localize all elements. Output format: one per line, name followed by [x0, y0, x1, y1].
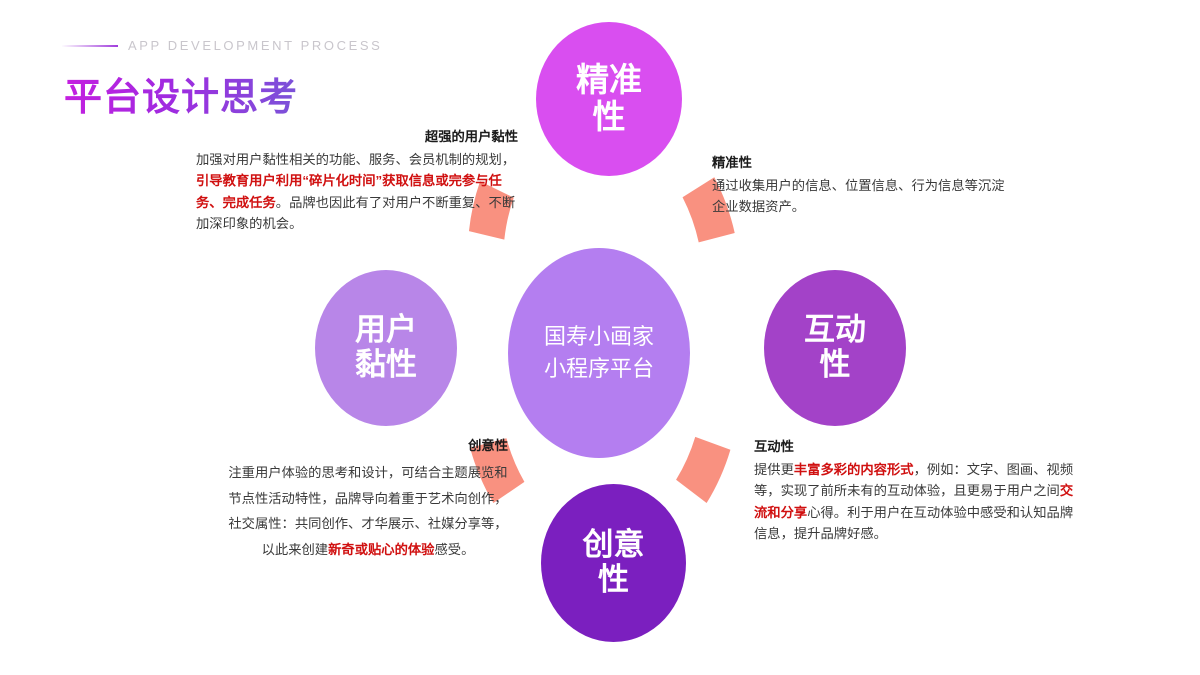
text-block-stickiness: 超强的用户黏性 加强对用户黏性相关的功能、服务、会员机制的规划， 引导教育用户利用… — [196, 126, 518, 235]
block-stickiness-heading: 超强的用户黏性 — [424, 129, 518, 144]
text-block-precision: 精准性 通过收集用户的信息、位置信息、行为信息等沉淀企业数据资产。 — [712, 152, 1012, 218]
page-title: 平台设计思考 — [64, 66, 298, 121]
block-precision-body: 通过收集用户的信息、位置信息、行为信息等沉淀企业数据资产。 — [712, 177, 1005, 215]
block-precision-heading: 精准性 — [712, 155, 752, 170]
arc-bottom-right — [676, 436, 731, 504]
block-stickiness-text-2: 。品牌也因此有了对用户不断重复、不断加深印象的机会。 — [196, 194, 516, 232]
node-interaction-line1: 互动 — [804, 312, 866, 348]
block-interaction-highlight-1: 丰富多彩的内容形式 — [793, 461, 914, 477]
block-stickiness-highlight: 引导教育用户利用“碎片化时间”获取信息或完参与任务、完成任务 — [196, 173, 502, 210]
arc-top-left — [468, 181, 514, 240]
kicker-label: APP DEVELOPMENT PROCESS — [128, 38, 383, 53]
node-creative-line2: 性 — [598, 562, 629, 597]
block-interaction-heading: 互动性 — [754, 439, 794, 454]
block-stickiness-body: 加强对用户黏性相关的功能、服务、会员机制的规划， 引导教育用户利用“碎片化时间”获… — [196, 149, 518, 235]
kicker-row: APP DEVELOPMENT PROCESS — [62, 38, 382, 53]
kicker-divider-line — [62, 44, 118, 47]
block-interaction-text-1: 提供更 — [754, 461, 794, 477]
node-stickiness-line2: 黏性 — [355, 347, 417, 382]
arc-top-right — [682, 177, 735, 243]
block-interaction-text-3: 心得。利于用户在互动体验中感受和认知品牌信息，提升品牌好感。 — [754, 504, 1074, 542]
block-creative-text-2: 感受。 — [434, 542, 475, 558]
node-creative-line1: 创意 — [582, 527, 645, 563]
center-node-line2: 小程序平台 — [543, 356, 654, 381]
text-block-interaction: 互动性 提供更丰富多彩的内容形式，例如：文字、图画、视频等，实现了前所未有的互动… — [754, 436, 1086, 545]
center-node[interactable]: 国寿小画家 小程序平台 — [508, 248, 690, 458]
arc-segments — [468, 177, 735, 504]
node-creative[interactable]: 创意 性 — [541, 484, 686, 642]
block-interaction-highlight-2: 交流和分享 — [754, 483, 1074, 520]
node-precision[interactable]: 精准 性 — [536, 22, 682, 176]
block-interaction-text-2: ，例如：文字、图画、视频等，实现了前所未有的互动体验，且更易于用户之间 — [754, 461, 1074, 499]
node-interaction-line2: 性 — [819, 347, 851, 382]
block-stickiness-text-1: 加强对用户黏性相关的功能、服务、会员机制的规划， — [196, 151, 516, 167]
node-precision-line2: 性 — [592, 98, 626, 135]
block-creative-heading: 创意性 — [468, 438, 508, 453]
block-creative-highlight: 新奇或贴心的体验 — [328, 542, 435, 558]
text-block-creative: 创意性 注重用户体验的思考和设计，可结合主题展览和节点性活动特性，品牌导向着重于… — [228, 437, 508, 563]
block-creative-body: 注重用户体验的思考和设计，可结合主题展览和节点性活动特性，品牌导向着重于艺术向创… — [228, 460, 508, 564]
node-stickiness[interactable]: 用户 黏性 — [315, 270, 457, 426]
node-stickiness-line1: 用户 — [355, 312, 417, 348]
node-interaction[interactable]: 互动 性 — [764, 270, 906, 426]
block-interaction-body: 提供更丰富多彩的内容形式，例如：文字、图画、视频等，实现了前所未有的互动体验，且… — [754, 459, 1086, 545]
node-precision-line1: 精准 — [576, 61, 642, 99]
center-node-line1: 国寿小画家 — [543, 324, 654, 350]
block-creative-text-1: 注重用户体验的思考和设计，可结合主题展览和节点性活动特性，品牌导向着重于艺术向创… — [228, 464, 508, 558]
arc-bottom-left — [470, 438, 525, 504]
